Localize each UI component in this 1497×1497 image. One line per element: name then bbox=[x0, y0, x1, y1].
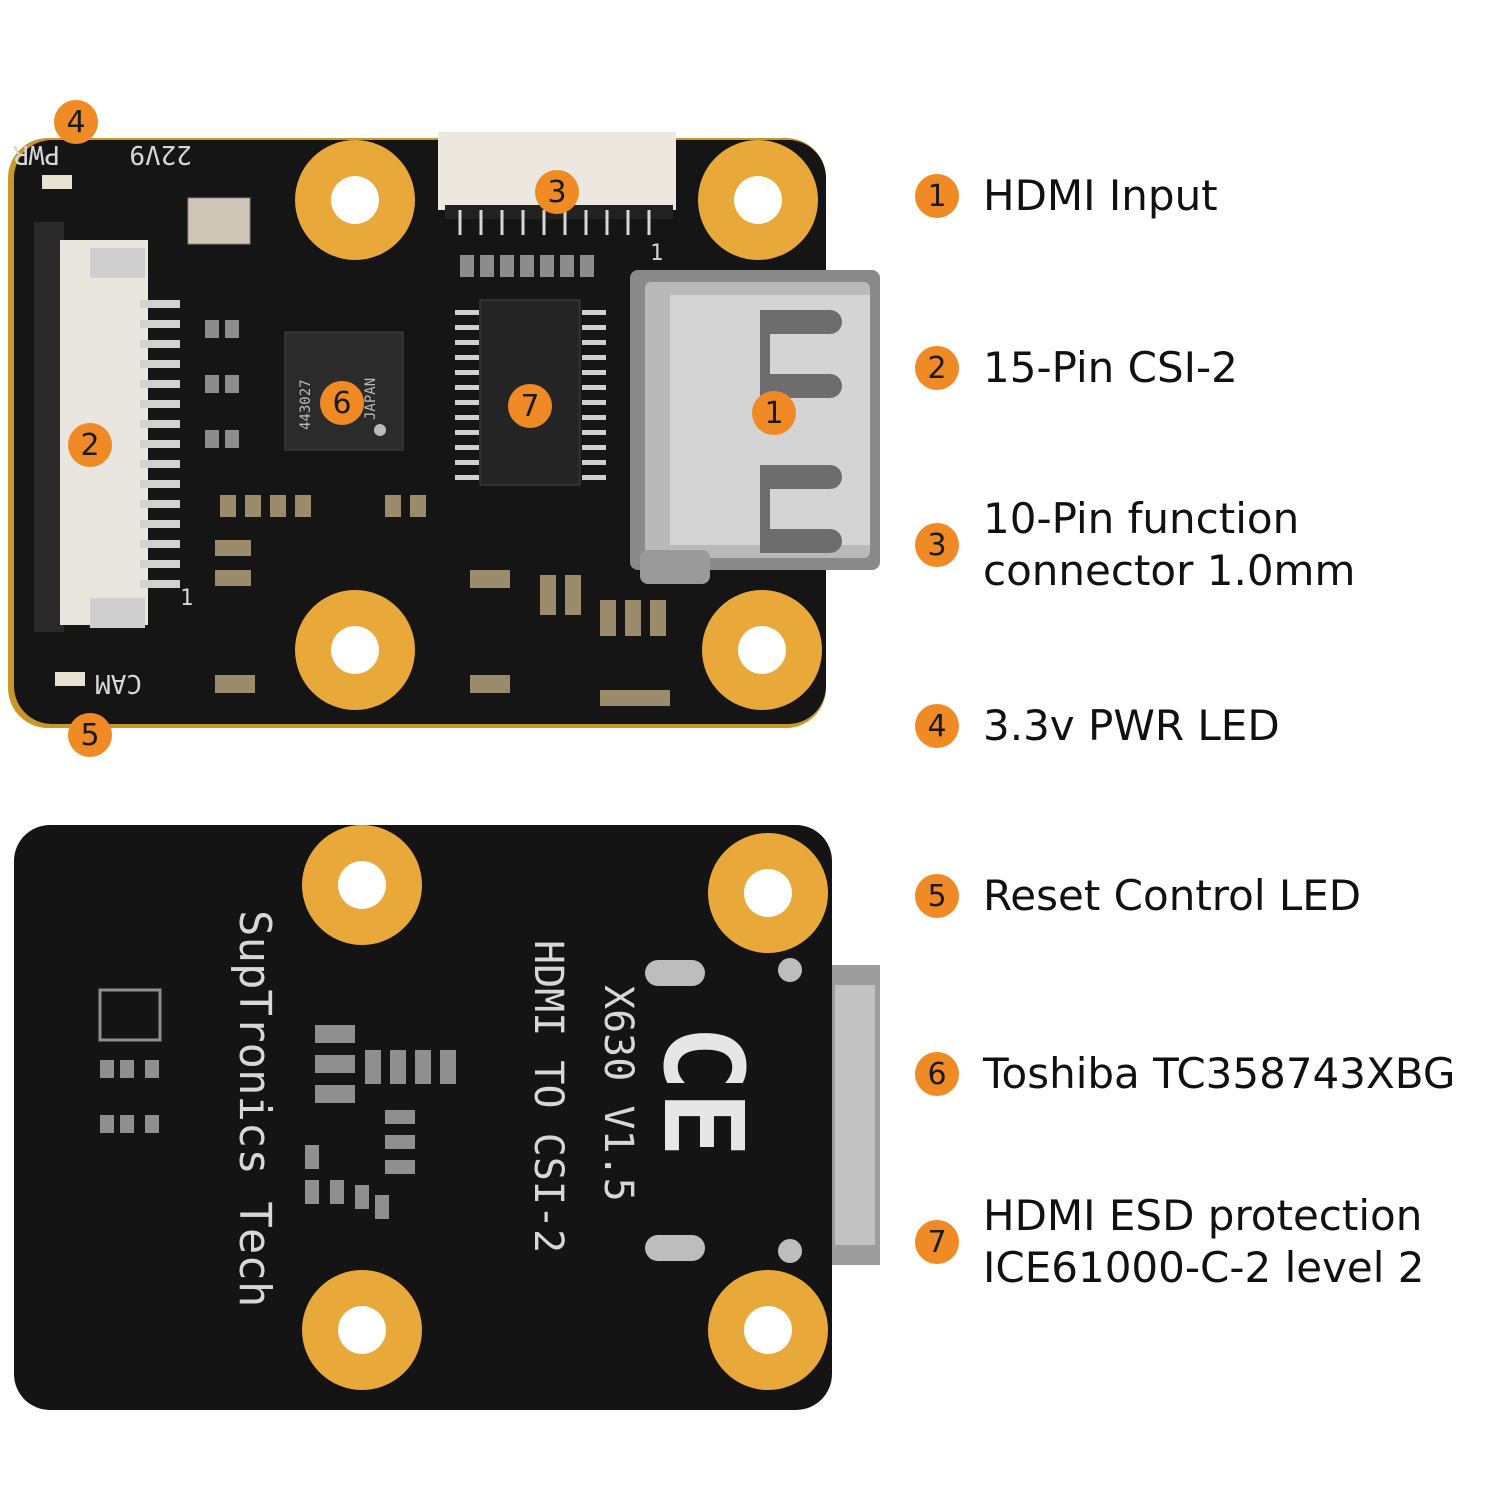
feature-4-label: 3.3v PWR LED bbox=[983, 701, 1280, 750]
feature-4: 4 3.3v PWR LED bbox=[915, 700, 1280, 752]
feature-7-label-line1: HDMI ESD protection bbox=[983, 1191, 1423, 1240]
feature-1-badge: 1 bbox=[915, 174, 959, 218]
mount-hole-tr bbox=[698, 140, 818, 260]
mount-hole-tl bbox=[295, 140, 415, 260]
reset-led bbox=[55, 672, 85, 686]
crystal bbox=[187, 197, 251, 245]
code-silk: 22V9 bbox=[129, 139, 192, 169]
feature-7-badge: 7 bbox=[915, 1220, 959, 1264]
callout-7: 7 bbox=[508, 384, 552, 428]
pwr-silk: PWR bbox=[13, 139, 60, 169]
front-board: 443027 JAPAN bbox=[8, 132, 880, 728]
feature-5-label: Reset Control LED bbox=[983, 871, 1362, 920]
back-hole-bl bbox=[302, 1270, 422, 1390]
feature-3: 3 10-Pin function connector 1.0mm bbox=[915, 493, 1355, 597]
callout-1: 1 bbox=[752, 391, 796, 435]
pwr-led bbox=[42, 175, 72, 189]
chip6-silk: 443027 bbox=[298, 379, 314, 430]
feature-6-badge: 6 bbox=[915, 1052, 959, 1096]
back-hole-br bbox=[708, 1270, 828, 1390]
feature-4-badge: 4 bbox=[915, 704, 959, 748]
callout-3: 3 bbox=[535, 170, 579, 214]
back-hole-tr bbox=[708, 833, 828, 953]
feature-3-badge: 3 bbox=[915, 523, 959, 567]
feature-2: 2 15-Pin CSI-2 bbox=[915, 342, 1238, 394]
feature-5: 5 Reset Control LED bbox=[915, 870, 1361, 922]
svg-text:JAPAN: JAPAN bbox=[363, 378, 379, 420]
ce-mark: CE bbox=[639, 1025, 767, 1157]
csi-connector bbox=[34, 222, 180, 632]
feature-5-badge: 5 bbox=[915, 874, 959, 918]
feature-2-label: 15-Pin CSI-2 bbox=[983, 343, 1238, 392]
feature-7-label-line2: ICE61000-C-2 level 2 bbox=[983, 1243, 1425, 1292]
callout-5: 5 bbox=[68, 713, 112, 757]
mount-hole-bl bbox=[295, 590, 415, 710]
brand-silk: SupTronics Tech bbox=[229, 910, 280, 1307]
model-silk: X630 V1.5 bbox=[595, 985, 641, 1202]
svg-text:1: 1 bbox=[650, 241, 663, 266]
hdmi-connector bbox=[630, 270, 880, 584]
callout-6: 6 bbox=[320, 381, 364, 425]
feature-3-label-line1: 10-Pin function bbox=[983, 494, 1300, 543]
mount-hole-br bbox=[702, 590, 822, 710]
svg-text:1: 1 bbox=[180, 586, 193, 611]
feature-1-label: HDMI Input bbox=[983, 171, 1218, 220]
callout-4: 4 bbox=[54, 100, 98, 144]
cam-silk: CAM bbox=[95, 668, 142, 698]
feature-7: 7 HDMI ESD protection ICE61000-C-2 level… bbox=[915, 1190, 1425, 1294]
feature-3-label-line2: connector 1.0mm bbox=[983, 546, 1356, 595]
back-board: CE SupTronics Tech X630 V1.5 HDMI TO CSI… bbox=[14, 825, 880, 1410]
feature-2-badge: 2 bbox=[915, 346, 959, 390]
desc-silk: HDMI TO CSI-2 bbox=[525, 940, 571, 1253]
callout-2: 2 bbox=[68, 423, 112, 467]
feature-6-label: Toshiba TC358743XBG bbox=[983, 1049, 1456, 1098]
feature-6: 6 Toshiba TC358743XBG bbox=[915, 1048, 1455, 1100]
back-hole-tl bbox=[302, 825, 422, 945]
feature-1: 1 HDMI Input bbox=[915, 170, 1218, 222]
